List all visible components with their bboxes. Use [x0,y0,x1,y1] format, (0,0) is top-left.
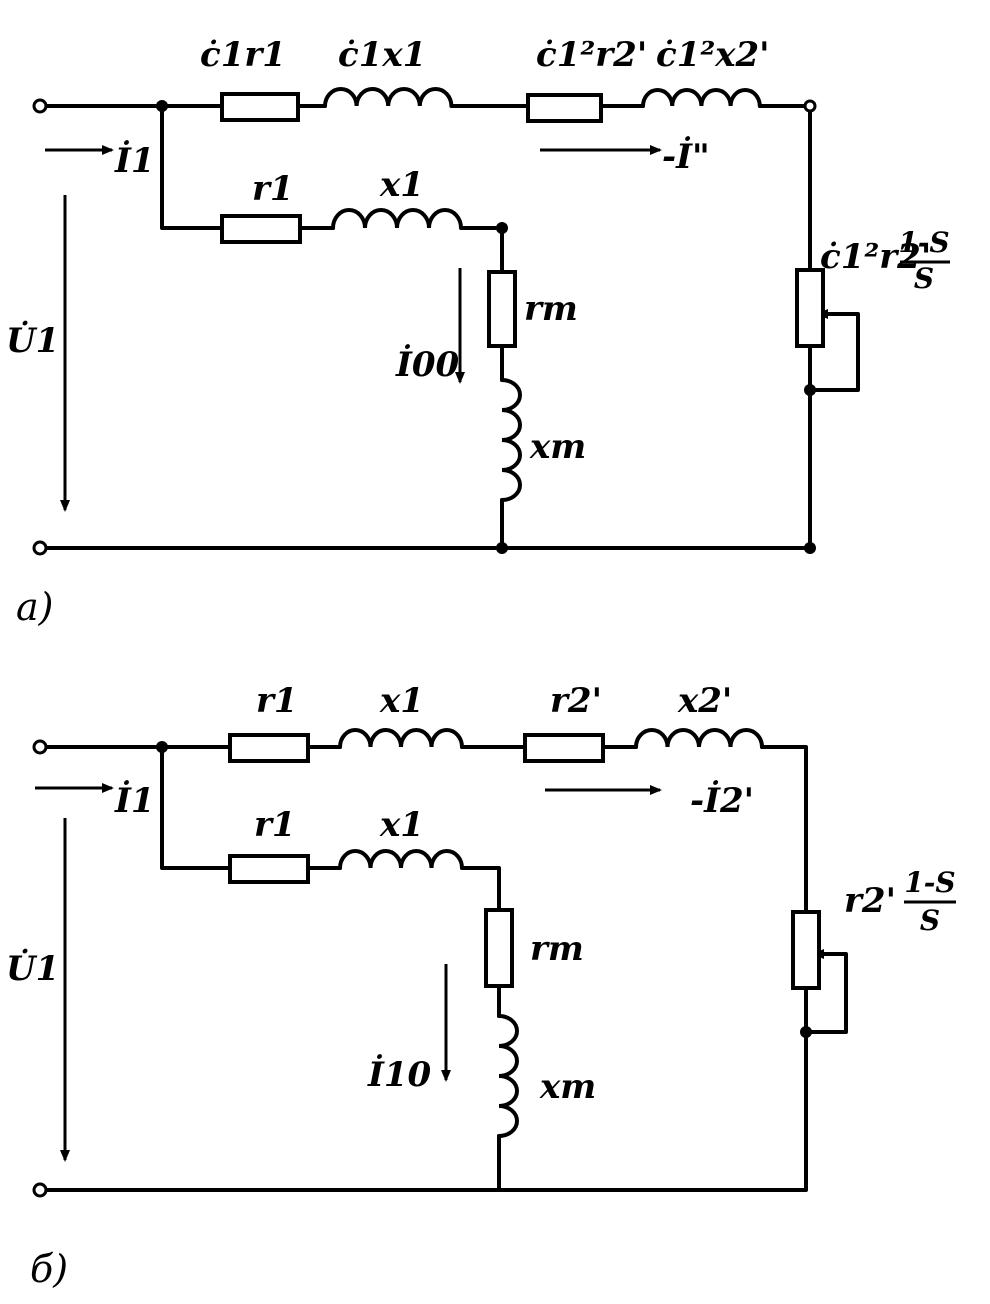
b-label-x1-branch: x1 [379,805,424,845]
a-branch-wire [160,104,504,550]
a-label-c1r1: ċ1r1 [200,35,286,75]
b-inductor-x2 [634,728,764,749]
b-inductor-x1 [338,728,464,749]
a-node [496,542,508,554]
a-label-xm: xm [529,427,586,467]
b-resistor-rm [484,908,514,988]
b-resistor-r1 [228,733,310,763]
a-label-c12r2: ċ1²r2' [536,35,647,75]
b-label-frac-den: S [920,904,940,937]
b-label-xm: xm [539,1067,596,1107]
b-label-x2: x2' [677,681,732,721]
a-top-wire [38,104,812,550]
a-terminal [32,98,48,114]
b-node [156,741,168,753]
b-node [800,1026,812,1038]
b-resistor-r1-branch [228,854,310,884]
b-label-iout: -İ2' [690,780,754,821]
a-label-load: ċ1²r2' [820,237,931,277]
a-terminal [32,540,48,556]
b-label-r2: r2' [550,681,602,721]
b-label-load: r2' [844,881,896,921]
a-resistor-r1 [220,214,302,244]
a-inductor-xm [500,378,522,502]
b-terminal [32,739,48,755]
a-label-x1: x1 [379,165,424,205]
a-label-frac-num: 1-S [898,226,949,259]
a-label-u1: U̇1 [6,320,59,361]
b-resistor-r2 [523,733,605,763]
a-resistor-rm [487,270,517,348]
a-label-c1x1: ċ1x1 [338,35,426,75]
a-label-frac-den: S [914,262,934,295]
a-label-imag: İ00 [395,344,460,385]
a-inductor-c12x2 [641,88,762,108]
a-caption: a) [16,585,53,629]
diagram-a: ċ1r1 ċ1x1 ċ1²r2' ċ1²x2' r1 x1 rm xm ċ1²r… [6,35,950,629]
a-inductor-x1 [331,208,463,230]
a-node [803,99,817,113]
a-resistor-c12r2 [526,93,603,123]
b-terminal [32,1182,48,1198]
b-caption: б) [30,1247,68,1291]
a-label-c12x2: ċ1²x2' [656,35,770,75]
b-inductor-x1-branch [338,849,464,870]
b-label-r1: r1 [256,681,298,721]
a-node [496,222,508,234]
b-label-x1: x1 [379,681,424,721]
a-label-rm: rm [524,289,578,329]
a-node [804,542,816,554]
b-label-frac-num: 1-S [904,866,955,899]
b-top-wire [38,745,808,1192]
a-node [804,384,816,396]
b-resistor-load [791,910,821,990]
a-resistor-c1r1 [220,92,300,122]
b-label-imag: İ10 [367,1054,432,1095]
a-inductor-c1x1 [323,87,454,108]
b-label-u1: U̇1 [6,948,59,989]
b-label-rm: rm [530,929,584,969]
a-resistor-load [795,268,825,348]
a-label-r1: r1 [252,169,294,209]
a-node [156,100,168,112]
b-label-r1-branch: r1 [254,805,296,845]
b-branch-wire [160,745,501,1192]
a-label-i1: İ1 [114,140,155,181]
diagram-b: r1 x1 r2' x2' r1 x1 rm xm r2' 1-S S İ1 -… [6,681,956,1291]
a-label-iout: -İ" [662,136,710,177]
b-inductor-xm [497,1014,519,1138]
b-label-i1: İ1 [114,780,155,821]
